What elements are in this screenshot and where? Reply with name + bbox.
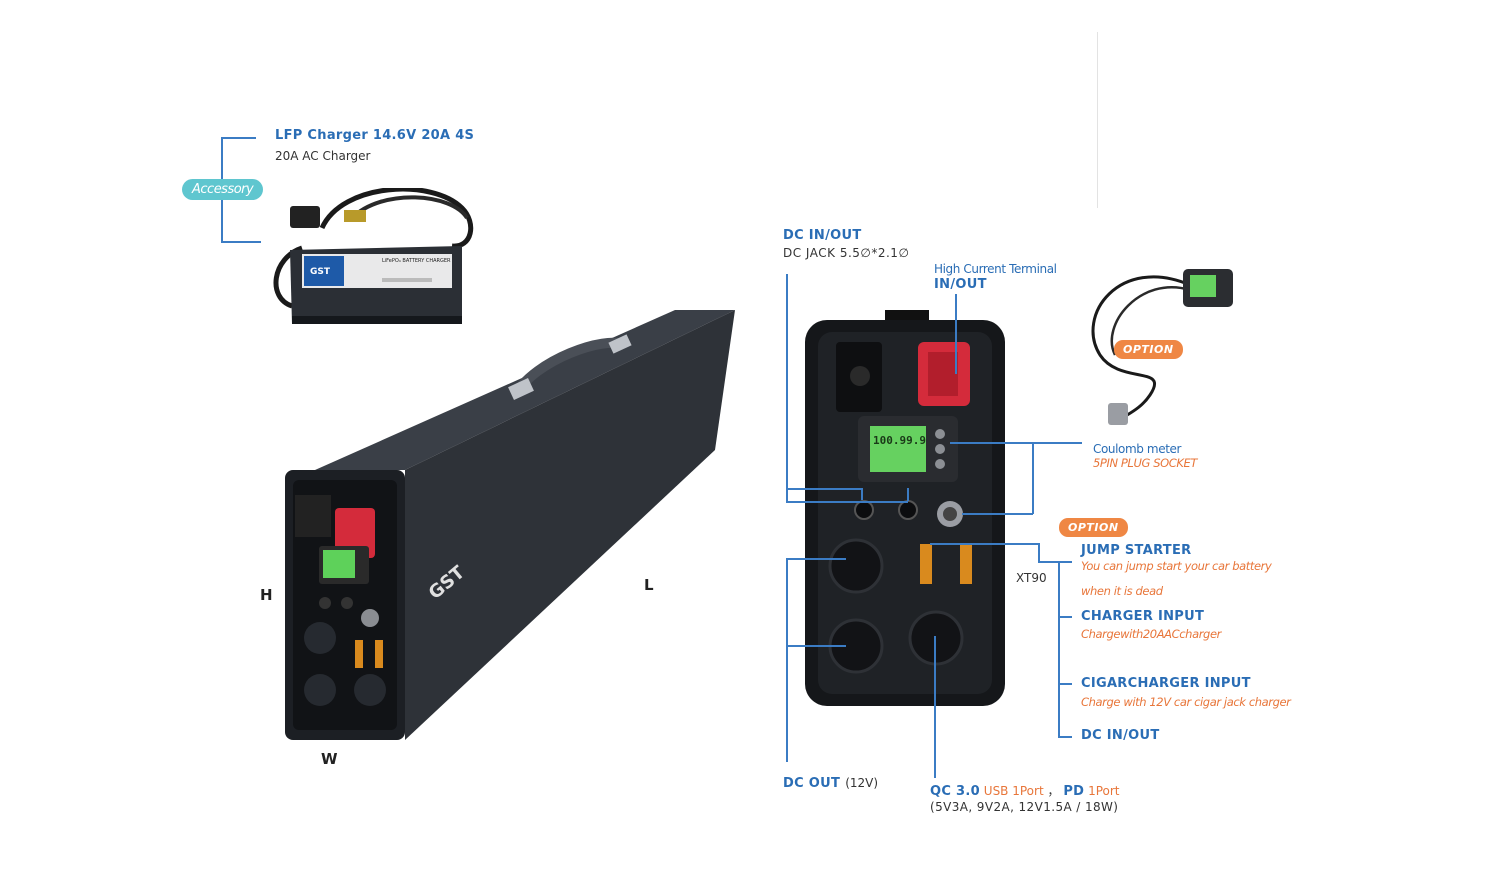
- line-dc-top-h1: [786, 488, 861, 490]
- dimension-l: L: [644, 576, 654, 594]
- charger-input-sub: Chargewith20AACcharger: [1081, 627, 1221, 641]
- dimension-h: H: [260, 586, 273, 604]
- qc-pd: PD: [1063, 784, 1085, 799]
- option-badge-top: OPTION: [1114, 340, 1183, 359]
- jump-starter-line2: when it is dead: [1081, 584, 1163, 598]
- qc-sep: ，: [1047, 784, 1060, 798]
- jump-starter-title: JUMP STARTER: [1081, 543, 1192, 558]
- line-dcout-h2: [786, 645, 846, 647]
- meter-reading: 100.99.9: [873, 434, 926, 447]
- battery-box-image: GST: [285, 310, 735, 740]
- option-badge-mid: OPTION: [1059, 518, 1128, 537]
- dc-in-out-bottom-title: DC IN/OUT: [1081, 728, 1160, 743]
- cigar-input-title: CIGARCHARGER INPUT: [1081, 676, 1251, 691]
- line-right-bracket: [1058, 561, 1060, 737]
- high-current-sub: IN/OUT: [934, 277, 987, 292]
- line-qc: [934, 636, 936, 778]
- line-dc-top-h2b: [907, 488, 909, 501]
- line-dc-bottom-h: [1058, 736, 1072, 738]
- jump-starter-line1: You can jump start your car battery: [1081, 559, 1272, 573]
- dc-out-sub: (12V): [845, 776, 879, 790]
- coulomb-title: Coulomb meter: [1093, 442, 1182, 456]
- dc-in-out-top-sub: DC JACK 5.5∅*2.1∅: [783, 246, 910, 260]
- divider-line: [1097, 32, 1098, 208]
- coulomb-sub: 5PIN PLUG SOCKET: [1093, 456, 1198, 470]
- dc-out-title: DC OUT: [783, 776, 841, 791]
- line-dc-top-vertical: [786, 274, 788, 502]
- line-jump-h: [1038, 561, 1072, 563]
- line-dcout-vertical: [786, 558, 788, 762]
- high-current-title: High Current Terminal: [934, 262, 1057, 276]
- line-coulomb-v: [1032, 442, 1034, 514]
- xt90-label: XT90: [1016, 571, 1047, 585]
- qc-title: QC 3.0: [930, 784, 980, 799]
- accessory-subtitle: 20A AC Charger: [275, 149, 371, 163]
- qc-pd-port: 1Port: [1088, 784, 1120, 798]
- front-panel-image: 100.99.9: [805, 310, 1005, 706]
- accessory-badge: Accessory: [182, 179, 264, 200]
- accessory-bracket-top: [221, 137, 256, 139]
- dimension-w: W: [321, 750, 338, 768]
- line-cigar-h: [1058, 683, 1072, 685]
- line-dcout-h1: [786, 558, 846, 560]
- qc-spec: (5V3A, 9V2A, 12V1.5A / 18W): [930, 800, 1119, 814]
- charger-brand: GST: [310, 267, 331, 277]
- coulomb-meter-image: [1091, 269, 1233, 425]
- line-dc-top-h2: [786, 501, 908, 503]
- line-xt90-top: [930, 543, 1038, 545]
- qc-usb: USB 1Port: [983, 784, 1044, 798]
- charger-label: LiFePO₄ BATTERY CHARGER: [382, 258, 451, 264]
- line-high-current: [955, 294, 957, 374]
- charger-image: GST LiFePO₄ BATTERY CHARGER: [273, 188, 474, 324]
- accessory-title: LFP Charger 14.6V 20A 4S: [275, 128, 475, 143]
- line-coulomb-h: [962, 513, 1033, 515]
- line-charger-h: [1058, 616, 1072, 618]
- line-xt90-v: [1038, 543, 1040, 561]
- charger-input-title: CHARGER INPUT: [1081, 609, 1205, 624]
- qc-label: QC 3.0 USB 1Port ， PD 1Port: [930, 782, 1120, 799]
- dc-out-label: DC OUT (12V): [783, 772, 878, 791]
- line-coulomb: [950, 442, 1082, 444]
- cigar-input-sub: Charge with 12V car cigar jack charger: [1081, 695, 1291, 709]
- dc-in-out-top-title: DC IN/OUT: [783, 228, 862, 243]
- line-dc-top-h1b: [861, 488, 863, 500]
- accessory-bracket-bottom: [221, 241, 261, 243]
